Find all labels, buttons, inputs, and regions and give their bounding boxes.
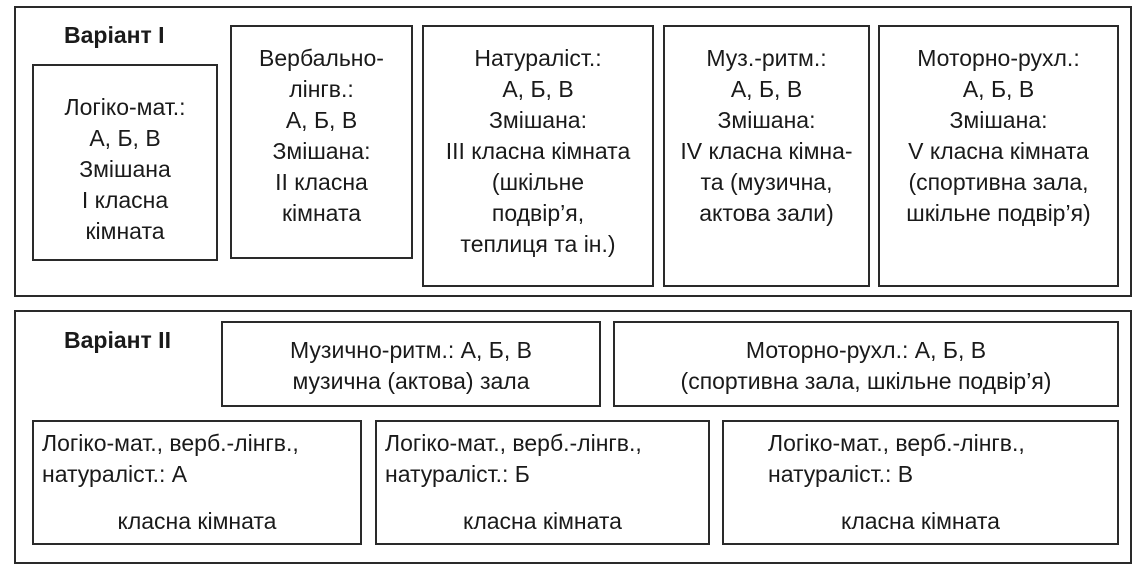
- variant-2-box-group-c: Логіко-мат., верб.-лінгв., натураліст.: …: [722, 420, 1119, 545]
- box-line: лінгв.:: [289, 76, 354, 102]
- box-line: Змішана:: [272, 138, 371, 164]
- box-line: І класна: [81, 187, 169, 213]
- variant-2-box-motor-kinesthetic: Моторно-рухл.: А, Б, В (спортивна зала, …: [613, 321, 1119, 407]
- box-line: IV класна кімна-: [680, 138, 853, 164]
- box-line: натураліст.: В: [768, 461, 914, 487]
- box-line: кімната: [281, 200, 362, 226]
- room-label: класна кімната: [841, 508, 1000, 534]
- box-line: (спортивна зала, шкільне подвір’я): [680, 368, 1052, 394]
- box-line: Натураліст.:: [474, 45, 602, 71]
- variant-1-box-motor-kinesthetic: Моторно-рухл.: А, Б, В Змішана: V класна…: [878, 25, 1119, 287]
- box-line: Муз.-ритм.:: [706, 45, 827, 71]
- variant-1-box-logical-math: Логіко-мат.: А, Б, В Змішана І класна кі…: [32, 64, 218, 261]
- box-line: А, Б, В: [285, 107, 358, 133]
- box-line: натураліст.: Б: [385, 461, 530, 487]
- box-line: Логіко-мат., верб.-лінгв.,: [768, 430, 1025, 456]
- box-line: актова зали): [699, 200, 834, 226]
- box-line: V класна кімната: [908, 138, 1089, 164]
- box-line: А, Б, В: [962, 76, 1035, 102]
- box-line: натураліст.: А: [42, 461, 188, 487]
- variant-2-box-musical-rhythmic: Музично-ритм.: А, Б, В музична (актова) …: [221, 321, 601, 407]
- box-line: ІІ класна: [275, 169, 368, 195]
- box-line: А, Б, В: [730, 76, 803, 102]
- variant-2-frame: [14, 310, 1132, 564]
- box-line: Музично-ритм.: А, Б, В: [290, 337, 532, 363]
- variant-2-box-group-a: Логіко-мат., верб.-лінгв., натураліст.: …: [32, 420, 362, 545]
- box-line: Змішана: [79, 156, 171, 182]
- box-line: подвір’я,: [491, 200, 585, 226]
- box-line: та (музична,: [700, 169, 833, 195]
- box-line: Логіко-мат.:: [64, 94, 186, 120]
- box-line: Моторно-рухл.:: [917, 45, 1080, 71]
- box-line: музична (актова) зала: [292, 368, 530, 394]
- box-line: Логіко-мат., верб.-лінгв.,: [385, 430, 642, 456]
- box-line: кімната: [85, 218, 165, 244]
- room-label: класна кімната: [463, 508, 622, 534]
- box-line: Змішана:: [489, 107, 587, 133]
- variant-1-box-musical-rhythmic: Муз.-ритм.: А, Б, В Змішана: IV класна к…: [663, 25, 870, 287]
- box-line: Логіко-мат., верб.-лінгв.,: [42, 430, 299, 456]
- box-line: (шкільне: [491, 169, 585, 195]
- box-line: Моторно-рухл.: А, Б, В: [745, 337, 987, 363]
- box-line: Змішана:: [717, 107, 816, 133]
- box-line: шкільне подвір’я): [906, 200, 1091, 226]
- room-label: класна кімната: [117, 508, 277, 534]
- variant-1-box-naturalist: Натураліст.: А, Б, В Змішана: ІІІ класна…: [422, 25, 654, 287]
- box-line: А, Б, В: [89, 125, 161, 151]
- box-line: (спортивна зала,: [908, 169, 1089, 195]
- variant-1-box-verbal-linguistic: Вербально- лінгв.: А, Б, В Змішана: ІІ к…: [230, 25, 413, 259]
- box-line: Вербально-: [259, 45, 384, 71]
- variant-2-title: Варіант ІІ: [64, 327, 171, 353]
- box-line: ІІІ класна кімната: [445, 138, 631, 164]
- variant-2-box-group-b: Логіко-мат., верб.-лінгв., натураліст.: …: [375, 420, 710, 545]
- box-line: А, Б, В: [502, 76, 574, 102]
- variant-1-title: Варіант І: [64, 22, 165, 48]
- box-line: теплиця та ін.): [460, 231, 616, 257]
- variant-1-frame: [14, 6, 1132, 297]
- box-line: Змішана:: [949, 107, 1048, 133]
